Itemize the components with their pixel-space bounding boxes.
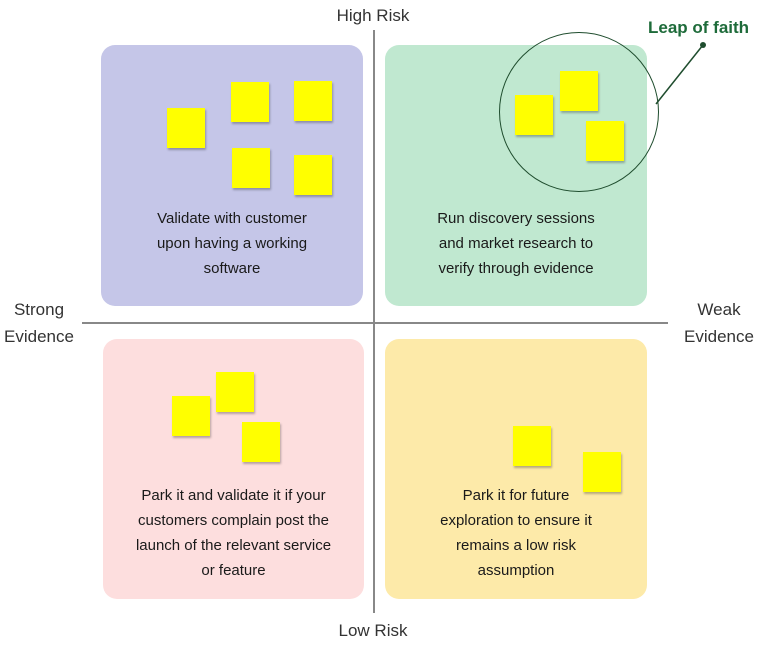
sticky-note[interactable]: [583, 452, 621, 492]
quadrant-text-line: upon having a working: [156, 235, 308, 252]
sticky-note[interactable]: [232, 148, 270, 188]
quadrant-text-line: remains a low risk: [455, 537, 577, 554]
quadrant-text-line: assumption: [477, 562, 555, 579]
sticky-note[interactable]: [231, 82, 269, 122]
axis-label-low-risk: Low Risk: [338, 621, 408, 640]
sticky-note[interactable]: [513, 426, 551, 466]
horizontal-axis: [82, 322, 668, 324]
axis-label-line: Evidence: [4, 327, 74, 346]
sticky-note[interactable]: [172, 396, 210, 436]
quadrant-top-right-text: Run discovery sessions and market resear…: [385, 206, 647, 281]
axis-label-strong-evidence: Strong Evidence: [0, 296, 78, 350]
quadrant-text-line: Park it and validate it if your: [141, 487, 326, 504]
axis-label-line: Evidence: [684, 327, 754, 346]
quadrant-text-line: and market research to: [438, 235, 594, 252]
quadrant-bottom-left-text: Park it and validate it if your customer…: [103, 483, 364, 583]
quadrant-text-line: customers complain post the: [138, 512, 329, 529]
quadrant-text-line: Run discovery sessions: [437, 210, 595, 227]
quadrant-bottom-right-text: Park it for future exploration to ensure…: [385, 483, 647, 583]
leap-of-faith-circle: [499, 32, 659, 192]
quadrant-text-line: or feature: [201, 562, 266, 579]
sticky-note[interactable]: [167, 108, 205, 148]
quadrant-top-left-text: Validate with customer upon having a wor…: [101, 206, 363, 281]
callout-dot: [700, 42, 706, 48]
axis-label-line: Weak: [697, 300, 741, 319]
quadrant-text-line: Validate with customer: [157, 210, 307, 227]
quadrant-text-line: exploration to ensure it: [440, 512, 592, 529]
quadrant-text-line: Park it for future: [462, 487, 570, 504]
sticky-note[interactable]: [294, 81, 332, 121]
quadrant-text-line: software: [203, 260, 261, 277]
sticky-note[interactable]: [216, 372, 254, 412]
axis-label-high-risk: High Risk: [336, 6, 410, 25]
axis-label-weak-evidence: Weak Evidence: [670, 296, 768, 350]
sticky-note[interactable]: [294, 155, 332, 195]
leap-of-faith-label: Leap of faith: [648, 18, 750, 37]
quadrant-text-line: launch of the relevant service: [135, 537, 332, 554]
vertical-axis: [373, 30, 375, 613]
callout-line: [655, 44, 704, 105]
quadrant-text-line: verify through evidence: [438, 260, 594, 277]
axis-label-line: Strong: [13, 300, 65, 319]
sticky-note[interactable]: [242, 422, 280, 462]
